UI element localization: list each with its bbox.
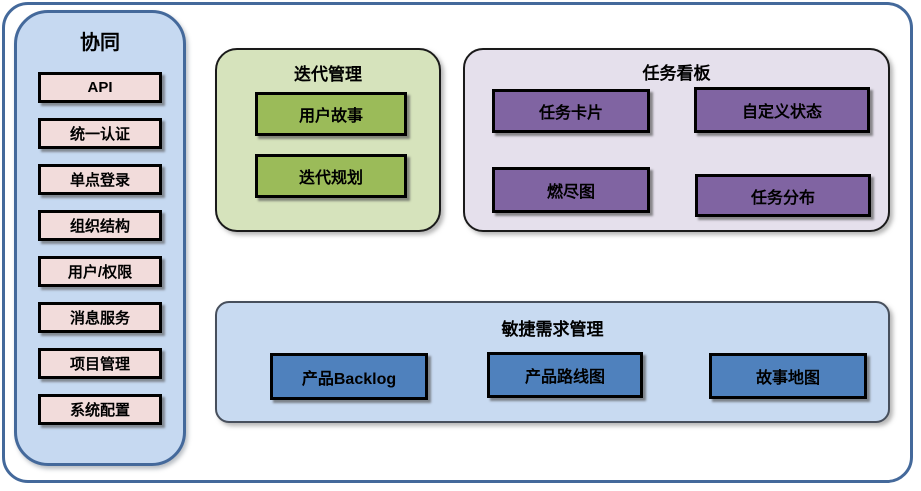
sidebar-collaboration: 协同 API 统一认证 单点登录 组织结构 用户/权限 消息服务 项目管理 系统… <box>14 10 186 466</box>
panel-iteration-title: 迭代管理 <box>294 65 362 84</box>
item-product-backlog: 产品Backlog <box>270 353 428 400</box>
sidebar-item-project-management: 项目管理 <box>38 348 162 379</box>
panel-requirements-title: 敏捷需求管理 <box>501 320 604 339</box>
item-task-card: 任务卡片 <box>492 89 650 133</box>
sidebar-item-sso: 单点登录 <box>38 164 162 195</box>
item-iteration-planning: 迭代规划 <box>255 154 407 198</box>
item-custom-status: 自定义状态 <box>694 87 870 133</box>
sidebar-item-org-structure: 组织结构 <box>38 210 162 241</box>
sidebar-title: 协同 <box>80 32 120 54</box>
sidebar-item-unified-auth: 统一认证 <box>38 118 162 149</box>
sidebar-item-message-service: 消息服务 <box>38 302 162 333</box>
item-story-map: 故事地图 <box>709 353 867 399</box>
panel-agile-requirements: 敏捷需求管理 产品Backlog 产品路线图 故事地图 <box>215 301 890 423</box>
panel-task-board: 任务看板 任务卡片 自定义状态 燃尽图 任务分布 <box>463 48 890 232</box>
item-product-roadmap: 产品路线图 <box>487 352 643 398</box>
panel-taskboard-title: 任务看板 <box>642 64 711 83</box>
item-task-distribution: 任务分布 <box>695 174 871 217</box>
item-user-story: 用户故事 <box>255 92 407 136</box>
sidebar-item-system-config: 系统配置 <box>38 394 162 425</box>
sidebar-item-api: API <box>38 72 162 103</box>
item-burndown-chart: 燃尽图 <box>492 167 650 213</box>
sidebar-item-user-permissions: 用户/权限 <box>38 256 162 287</box>
panel-iteration-management: 迭代管理 用户故事 迭代规划 <box>215 48 441 232</box>
sidebar-items: API 统一认证 单点登录 组织结构 用户/权限 消息服务 项目管理 系统配置 <box>17 72 183 425</box>
